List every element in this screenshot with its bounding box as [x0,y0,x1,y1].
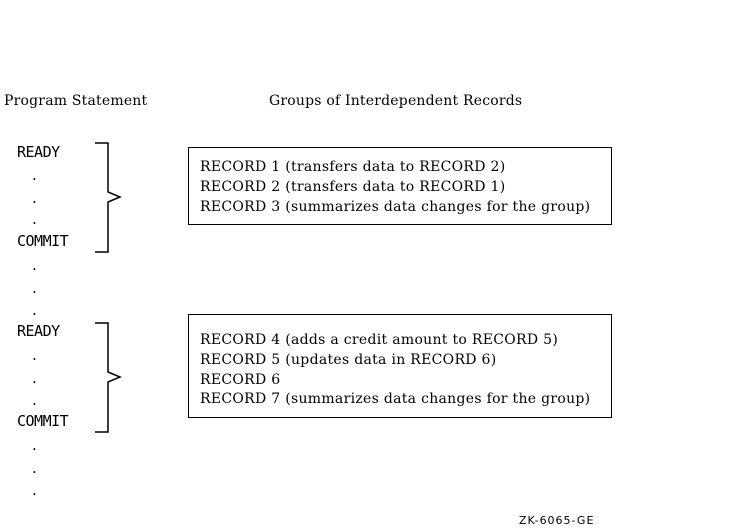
statement-dot: . [32,436,37,454]
header-interdependent-records: Groups of Interdependent Records [269,93,523,109]
statement-commit-1: COMMIT [17,232,69,250]
statement-dot: . [32,210,37,228]
record-line: RECORD 7 (summarizes data changes for th… [200,391,591,407]
brace-group-1 [95,142,122,253]
record-group-box-2: RECORD 4 (adds a credit amount to RECORD… [188,314,612,418]
statement-commit-2: COMMIT [17,412,69,430]
record-line: RECORD 1 (transfers data to RECORD 2) [200,159,506,175]
statement-dot: . [32,166,37,184]
statement-dot: . [32,459,37,477]
statement-dot: . [32,481,37,499]
record-line: RECORD 2 (transfers data to RECORD 1) [200,179,506,195]
brace-group-2 [95,322,122,433]
statement-dot: . [32,189,37,207]
record-line: RECORD 5 (updates data in RECORD 6) [200,352,497,368]
statement-ready-2: READY [17,322,60,340]
statement-dot: . [32,301,37,319]
record-line: RECORD 3 (summarizes data changes for th… [200,199,591,215]
statement-dot: . [32,346,37,364]
record-line: RECORD 4 (adds a credit amount to RECORD… [200,332,559,348]
record-line: RECORD 6 [200,372,281,388]
statement-dot: . [32,256,37,274]
statement-dot: . [32,369,37,387]
record-group-box-1: RECORD 1 (transfers data to RECORD 2) RE… [188,147,612,225]
statement-dot: . [32,391,37,409]
statement-dot: . [32,279,37,297]
statement-ready-1: READY [17,143,60,161]
figure-id: ZK-6065-GE [519,514,595,527]
header-program-statement: Program Statement [4,93,148,109]
